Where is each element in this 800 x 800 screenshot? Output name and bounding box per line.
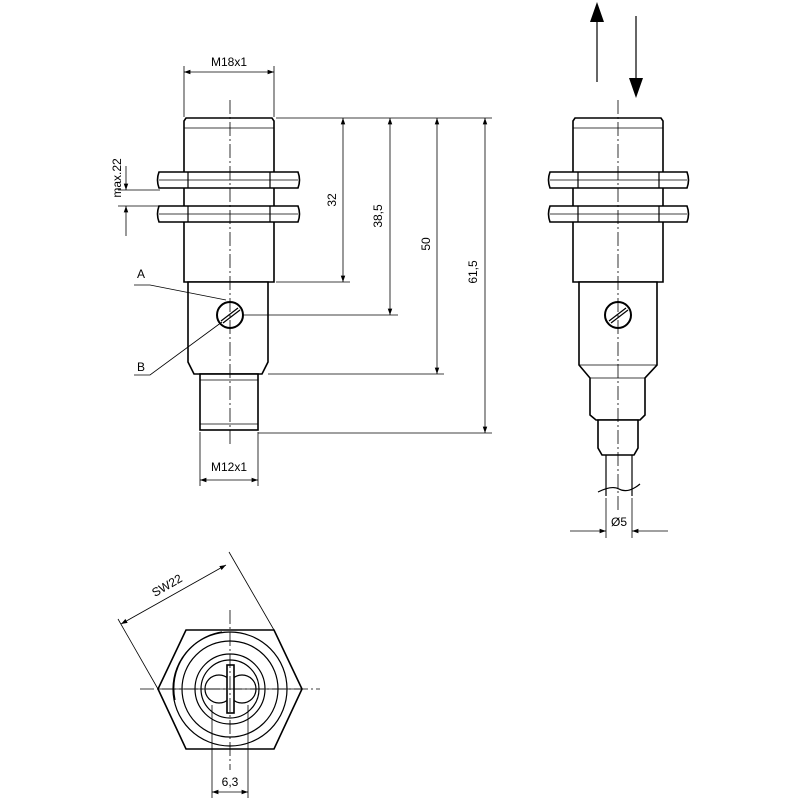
thread-bottom-label: M12x1 bbox=[211, 460, 247, 474]
sensor-side-view-connector bbox=[156, 100, 301, 445]
nut-height-label: max.22 bbox=[110, 158, 124, 198]
sensor-side-view-cable: Ø5 bbox=[547, 2, 690, 538]
dim-38-5-label: 38,5 bbox=[371, 204, 385, 228]
threaded-body bbox=[183, 117, 275, 283]
thread-top-label: M18x1 bbox=[211, 55, 247, 69]
dim-32-label: 32 bbox=[325, 193, 339, 207]
callouts: A B bbox=[134, 267, 227, 376]
cable-break-line bbox=[597, 483, 641, 493]
connector-m12 bbox=[199, 373, 259, 431]
arrow-down-icon bbox=[629, 78, 643, 98]
dim-61-5-label: 61,5 bbox=[466, 260, 480, 284]
dim-50-label: 50 bbox=[419, 237, 433, 251]
dim-thread-bottom: M12x1 bbox=[199, 432, 259, 486]
cable-diameter-label: Ø5 bbox=[611, 515, 627, 529]
callout-a-label: A bbox=[137, 267, 145, 281]
dim-nut-height: max.22 bbox=[110, 158, 160, 236]
lens-width-label: 6,3 bbox=[222, 775, 239, 789]
dim-vertical-group: 32 38,5 50 61,5 bbox=[244, 117, 492, 434]
sensor-front-view: SW22 6,3 bbox=[117, 551, 320, 798]
wrench-size-label: SW22 bbox=[149, 571, 185, 600]
dim-thread-top: M18x1 bbox=[183, 55, 275, 117]
arrow-up-icon bbox=[590, 2, 604, 22]
callout-b-label: B bbox=[137, 360, 145, 374]
